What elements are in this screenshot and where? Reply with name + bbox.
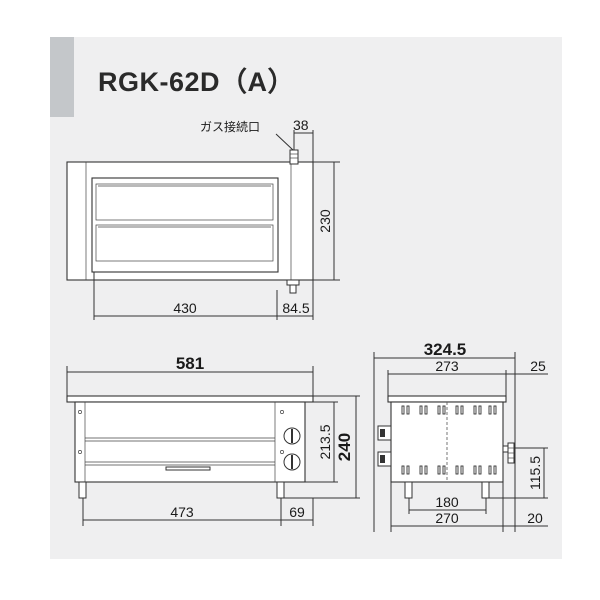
side-view: 324.5 273 25 (373, 340, 548, 532)
dim-top-depth: 273 (435, 358, 459, 374)
side-leg-front (404, 481, 413, 499)
drip-tray-handle (165, 466, 211, 471)
gas-inlet-fitting (289, 149, 299, 165)
side-gas-fitting (502, 442, 515, 464)
side-top-plate (387, 395, 507, 403)
front-leg-right (276, 481, 285, 499)
dim-gas-height: 115.5 (527, 456, 543, 490)
dim-rear-offset: 20 (527, 510, 543, 526)
dim-right-offset: 84.5 (282, 300, 309, 316)
front-top-plate (66, 395, 314, 403)
dim-overall-depth: 324.5 (424, 340, 467, 359)
dim-overall-width: 581 (176, 354, 204, 373)
dim-height-body: 213.5 (317, 424, 333, 459)
dim-gas-offset: 38 (293, 117, 309, 133)
control-knob-lower (283, 453, 301, 471)
front-leg-left (78, 481, 87, 499)
dim-width-main: 430 (173, 300, 197, 316)
page-title: RGK-62D（A） (98, 67, 296, 97)
top-view: ガス接続口 38 230 430 84.5 (66, 117, 340, 320)
side-leg-rear (481, 481, 490, 499)
top-view-grate-lower (95, 224, 274, 262)
front-view: 581 213. (66, 354, 360, 526)
dim-base-depth: 270 (435, 510, 459, 526)
bottom-fitting (286, 279, 300, 294)
title-accent-bar (50, 37, 74, 117)
dim-leg-offset: 69 (289, 504, 305, 520)
vent-slots (401, 405, 497, 475)
dim-side-leg-span: 180 (435, 494, 459, 510)
top-view-grate-upper (95, 183, 274, 221)
dim-leg-span: 473 (170, 504, 194, 520)
dim-front-protrusion: 25 (530, 358, 546, 374)
dim-height-total: 240 (335, 433, 354, 461)
control-knob-upper (283, 427, 301, 445)
dim-depth: 230 (317, 209, 333, 233)
gas-inlet-label: ガス接続口 (200, 119, 260, 134)
